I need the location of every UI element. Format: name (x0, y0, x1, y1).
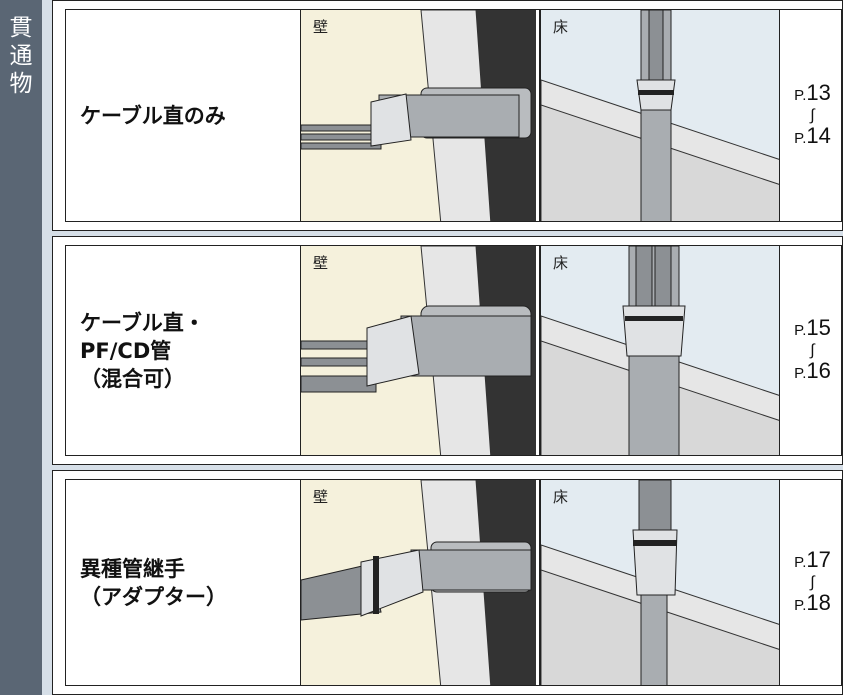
page-prefix: P. (794, 596, 807, 614)
wall-label: 壁 (313, 254, 329, 272)
wall-label: 壁 (313, 488, 329, 506)
row-title: 異種管継手 （アダプター） (66, 480, 300, 685)
floor-illustration-drawing (541, 10, 779, 221)
wall-illustration: 壁 (300, 10, 536, 221)
floor-label: 床 (553, 254, 569, 272)
row-adapter: 異種管継手 （アダプター） 壁 (52, 470, 843, 695)
row-title-line: ケーブル直・ (80, 310, 205, 335)
row-title-line: 異種管継手 (80, 556, 185, 581)
row-title-line: ケーブル直のみ (80, 103, 226, 128)
floor-illustration-drawing (541, 246, 779, 455)
page-prefix: P. (794, 321, 807, 339)
floor-label: 床 (553, 18, 569, 36)
page-reference: P.13 ∫ P.14 (779, 10, 843, 221)
page-to: 14 (806, 122, 831, 148)
floor-label: 床 (553, 488, 569, 506)
floor-illustration: 床 (539, 246, 779, 455)
page-reference: P.17 ∫ P.18 (779, 480, 843, 685)
wall-label: 壁 (313, 18, 329, 36)
page-to: 16 (806, 357, 831, 383)
wall-illustration-drawing (301, 10, 536, 221)
page-prefix: P. (794, 553, 807, 571)
side-tab: 貫 通 物 (0, 0, 42, 695)
side-tab-char: 通 (9, 43, 33, 69)
page-from: 13 (806, 79, 831, 105)
range-tilde-icon: ∫ (810, 106, 815, 124)
row-title: ケーブル直のみ (66, 10, 300, 221)
page-prefix: P. (794, 86, 807, 104)
row-title: ケーブル直・ PF/CD管 （混合可） (66, 246, 300, 455)
row-cable-only: ケーブル直のみ 壁 (52, 0, 843, 231)
side-tab-char: 貫 (9, 15, 33, 41)
floor-illustration: 床 (539, 10, 779, 221)
row-inner: 異種管継手 （アダプター） 壁 (65, 479, 842, 686)
wall-illustration: 壁 (300, 246, 536, 455)
row-inner: ケーブル直のみ 壁 (65, 9, 842, 222)
page-prefix: P. (794, 129, 807, 147)
wall-illustration-drawing (301, 246, 536, 455)
page-from: 17 (806, 546, 831, 572)
side-tab-char: 物 (9, 71, 33, 97)
side-tab-label: 貫 通 物 (0, 14, 42, 98)
range-tilde-icon: ∫ (810, 341, 815, 359)
floor-illustration-drawing (541, 480, 779, 685)
range-tilde-icon: ∫ (810, 573, 815, 591)
floor-illustration: 床 (539, 480, 779, 685)
page-reference: P.15 ∫ P.16 (779, 246, 843, 455)
page-from: 15 (806, 314, 831, 340)
page-to: 18 (806, 589, 831, 615)
row-inner: ケーブル直・ PF/CD管 （混合可） 壁 (65, 245, 842, 456)
row-title-line: （混合可） (80, 366, 185, 391)
page-prefix: P. (794, 364, 807, 382)
wall-illustration: 壁 (300, 480, 536, 685)
row-cable-pfcd: ケーブル直・ PF/CD管 （混合可） 壁 (52, 236, 843, 465)
row-title-line: （アダプター） (80, 584, 227, 609)
wall-illustration-drawing (301, 480, 536, 685)
row-title-line: PF/CD管 (80, 338, 172, 363)
